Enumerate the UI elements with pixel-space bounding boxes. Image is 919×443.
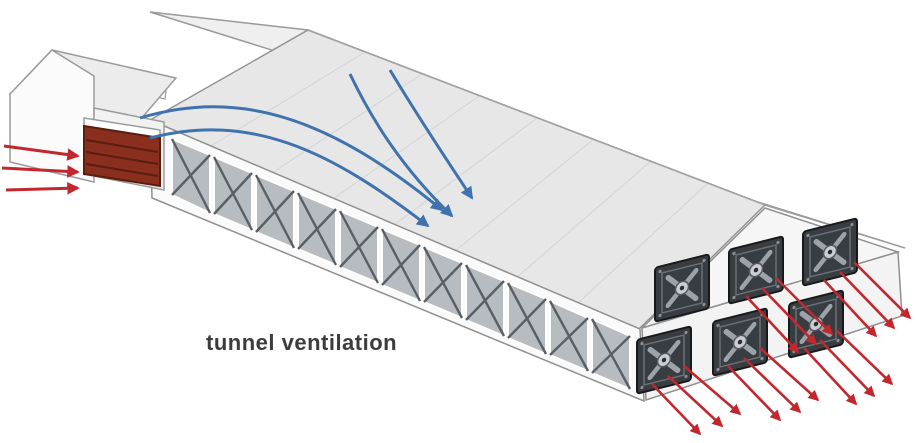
roof-rafter-lines bbox=[210, 51, 709, 305]
exhaust-arrow bbox=[823, 279, 878, 338]
roof-ridge-line bbox=[307, 29, 766, 206]
exhaust-arrow bbox=[727, 365, 782, 422]
inlet-arrow bbox=[3, 144, 80, 161]
exhaust-arrow bbox=[839, 271, 896, 330]
truss-panel bbox=[422, 245, 464, 320]
inlet-plenum-building bbox=[8, 49, 178, 191]
truss-panel bbox=[380, 227, 422, 303]
truss-panel bbox=[590, 317, 632, 391]
sidewall-truss-panels bbox=[170, 137, 632, 391]
truss-panel bbox=[170, 137, 212, 215]
exhaust-arrow bbox=[667, 375, 724, 428]
exhaust-arrow bbox=[803, 347, 858, 406]
exhaust-arrow bbox=[651, 383, 702, 436]
exhaust-arrow bbox=[835, 329, 894, 386]
interior-airflow-arrows bbox=[139, 69, 474, 228]
tunnel-ventilation-label: tunnel ventilation bbox=[206, 330, 397, 355]
exhaust-arrow bbox=[759, 347, 820, 402]
exhaust-arrow bbox=[775, 277, 834, 336]
truss-panel bbox=[548, 299, 590, 373]
air-inlet-louver bbox=[83, 124, 161, 188]
truss-panel bbox=[464, 263, 506, 338]
exhaust-arrow bbox=[745, 295, 800, 354]
inlet-arrow bbox=[1, 165, 80, 178]
interior-airflow-arrow bbox=[139, 105, 444, 212]
interior-airflow-arrow bbox=[149, 128, 430, 228]
interior-airflow-arrow bbox=[348, 73, 454, 218]
truss-panel bbox=[506, 281, 548, 356]
exhaust-arrow bbox=[743, 357, 802, 414]
truss-panel bbox=[254, 173, 296, 250]
inlet-gable-face bbox=[9, 49, 95, 183]
exhaust-arrows bbox=[651, 261, 912, 436]
inlet-arrows bbox=[1, 144, 80, 195]
interior-airflow-arrow bbox=[388, 69, 474, 200]
exhaust-arrow bbox=[819, 339, 876, 398]
inlet-arrow bbox=[5, 181, 80, 195]
exhaust-arrow bbox=[853, 261, 912, 320]
exhaust-arrow bbox=[761, 287, 818, 346]
truss-panel bbox=[212, 155, 254, 232]
truss-panel bbox=[338, 209, 380, 285]
truss-panel bbox=[296, 191, 338, 267]
exhaust-arrow bbox=[683, 365, 742, 416]
